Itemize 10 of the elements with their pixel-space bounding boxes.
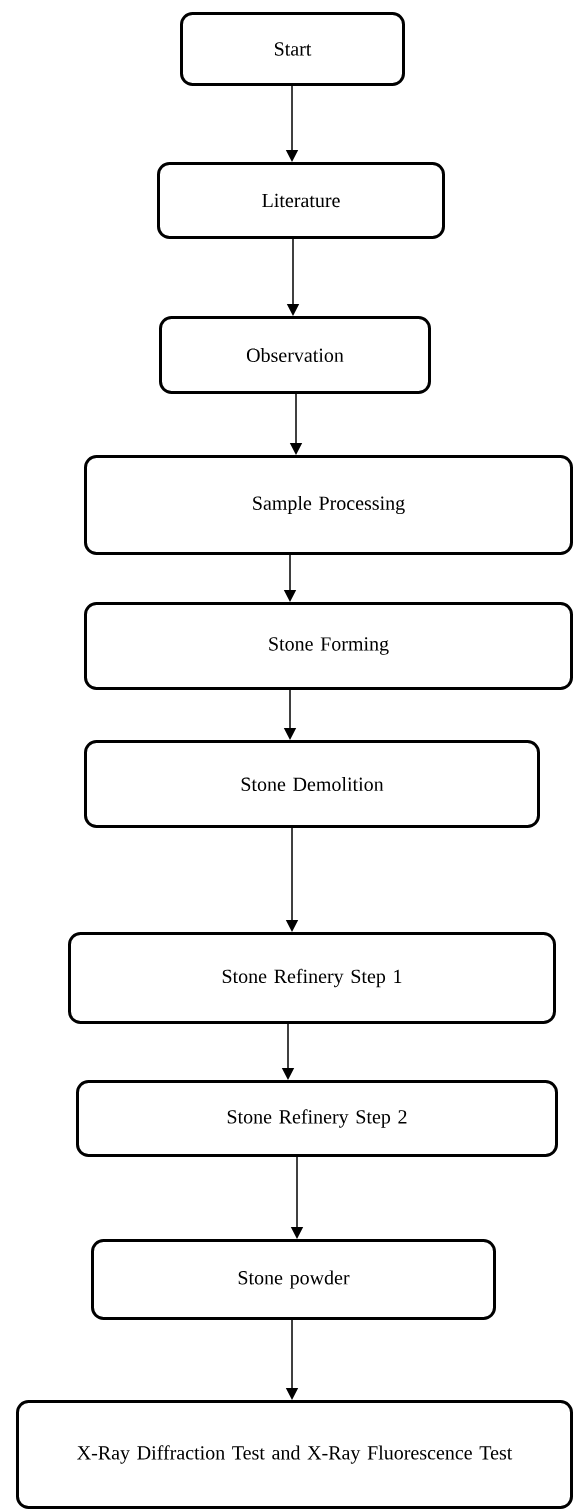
process-box: X-Ray Diffraction Test and X-Ray Fluorescence Test xyxy=(16,1400,573,1509)
process-box: Stone Demolition xyxy=(84,740,540,828)
process-box: Start xyxy=(180,12,405,86)
process-box: Stone Refinery Step 2 xyxy=(76,1080,558,1157)
process-box: Sample Processing xyxy=(84,455,573,555)
process-box: Literature xyxy=(157,162,445,239)
process-box: Stone powder xyxy=(91,1239,496,1320)
process-box: Observation xyxy=(159,316,431,394)
process-box: Stone Refinery Step 1 xyxy=(68,932,556,1024)
process-box: Stone Forming xyxy=(84,602,573,690)
